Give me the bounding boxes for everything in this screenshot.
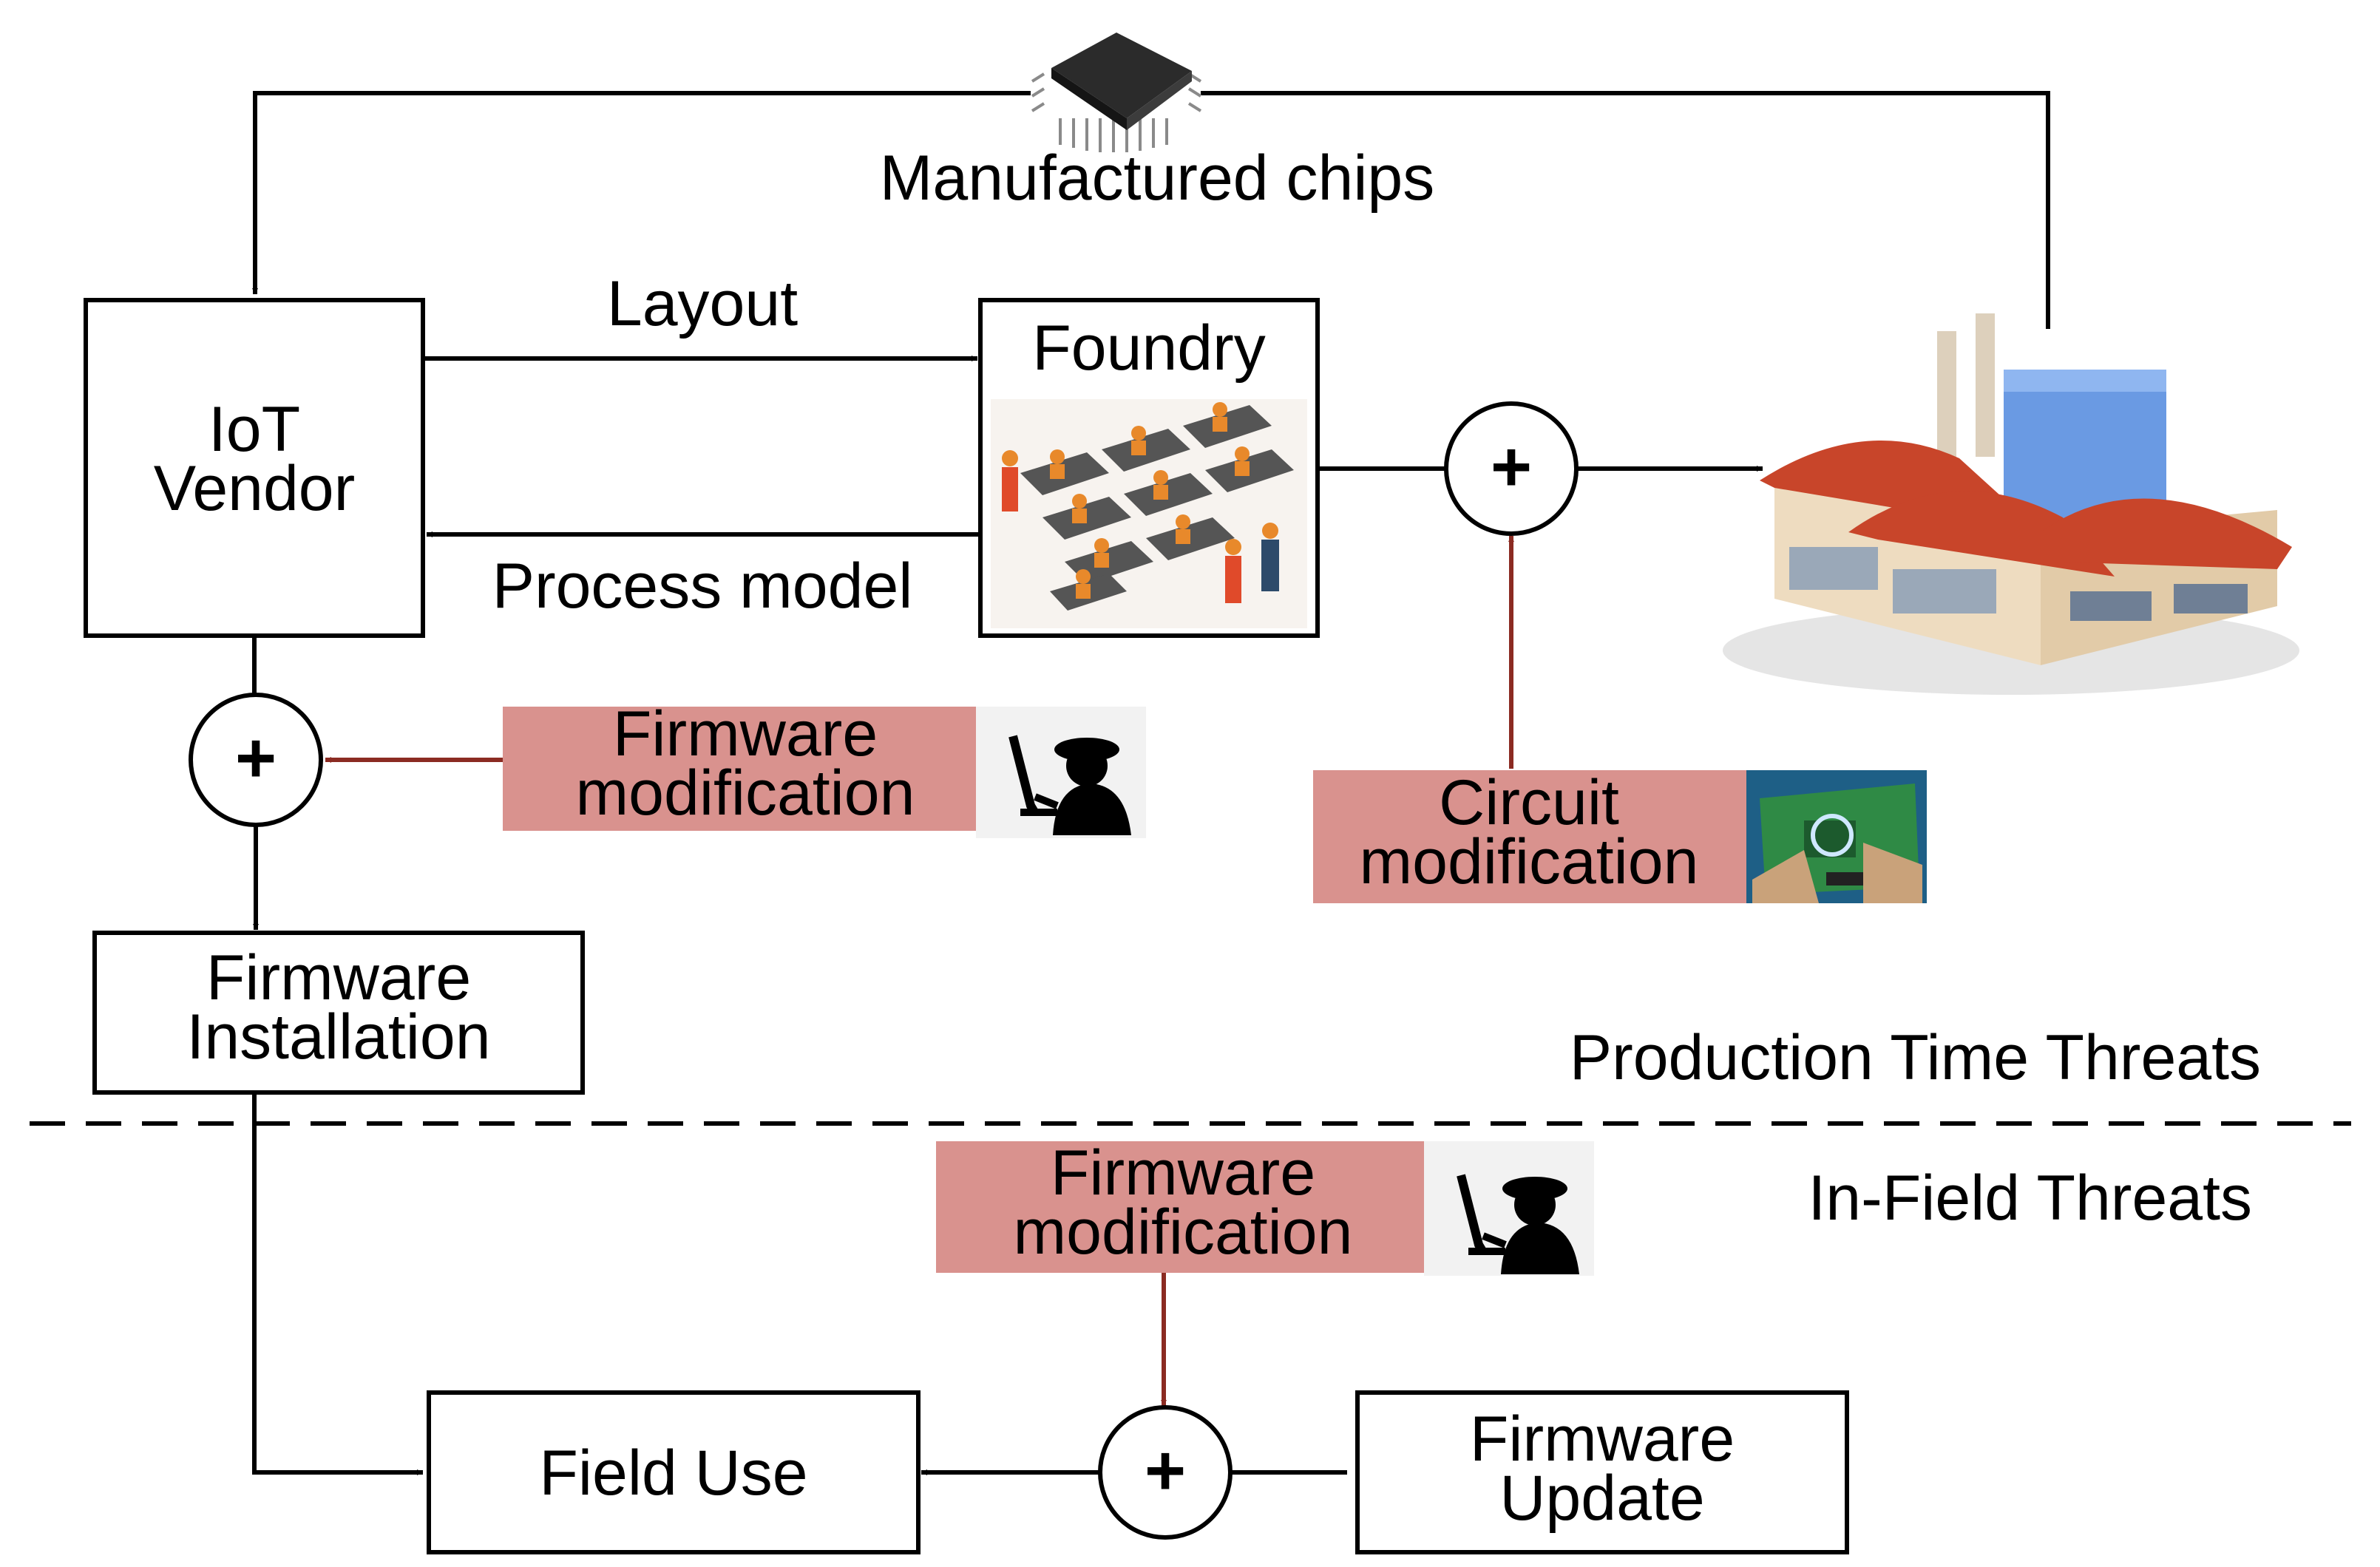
firmware-combiner-production: +	[189, 693, 323, 827]
foundry-box: Foundry	[978, 298, 1320, 638]
firmware-combiner-production-symbol: +	[235, 718, 277, 798]
firmware-threat-production-line2: modification	[576, 758, 915, 829]
iot-vendor-box: IoT Vendor	[84, 298, 425, 638]
vendor-label-line2: Vendor	[154, 453, 356, 524]
chips-label: Manufactured chips	[880, 143, 1435, 214]
in-field-threats-label: In-Field Threats	[1808, 1163, 2252, 1234]
hacker-icon	[1424, 1141, 1594, 1276]
installation-to-field-use-line	[252, 1092, 423, 1475]
hacker-icon	[976, 707, 1146, 838]
circuit-threat-line2: modification	[1360, 826, 1699, 897]
firmware-threat-field-line1: Firmware	[1051, 1138, 1315, 1209]
foundry-title: Foundry	[1032, 313, 1266, 384]
circuit-threat-line1: Circuit	[1439, 767, 1619, 838]
firmware-combiner-field: +	[1098, 1405, 1233, 1540]
update-label-line2: Update	[1499, 1463, 1704, 1534]
vendor-label-line1: IoT	[208, 394, 300, 465]
installation-label-line1: Firmware	[206, 942, 471, 1013]
circuit-board-icon	[1746, 770, 1927, 903]
circuit-combiner: +	[1444, 401, 1579, 536]
circuit-modification-threat: Circuit modification	[1313, 767, 1746, 903]
field-use-box: Field Use	[427, 1390, 921, 1554]
workers-illustration	[991, 399, 1307, 628]
firmware-combiner-field-symbol: +	[1145, 1431, 1186, 1510]
supervisor-figures	[1002, 450, 1279, 603]
firmware-modification-threat-field: Firmware modification	[936, 1138, 1424, 1273]
firmware-installation-box: Firmware Installation	[92, 931, 585, 1095]
firmware-update-box: Firmware Update	[1355, 1390, 1849, 1554]
process-model-label: Process model	[492, 551, 913, 622]
update-label-line1: Firmware	[1470, 1404, 1735, 1475]
factory-icon	[1723, 313, 2299, 695]
layout-label: Layout	[607, 268, 798, 339]
circuit-combiner-symbol: +	[1491, 427, 1532, 506]
installation-label-line2: Installation	[186, 1002, 490, 1073]
firmware-modification-threat-production: Firmware modification	[503, 698, 976, 831]
chip-icon	[1031, 33, 1202, 152]
firmware-threat-production-line1: Firmware	[613, 698, 878, 769]
production-threats-label: Production Time Threats	[1570, 1022, 2261, 1093]
field-use-label: Field Use	[539, 1438, 807, 1509]
firmware-threat-field-line2: modification	[1014, 1197, 1353, 1268]
